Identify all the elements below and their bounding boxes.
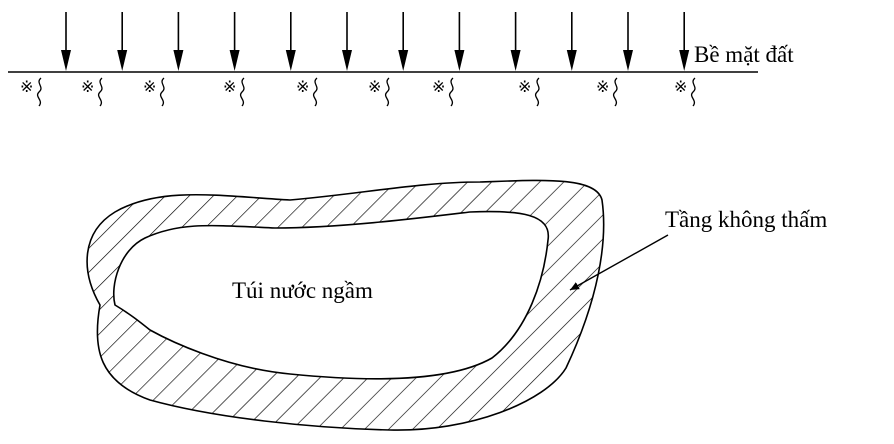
rain-arrow (173, 12, 183, 71)
soil-symbol: ※ (674, 77, 695, 106)
soil-symbol-glyph: ※ (81, 77, 94, 96)
soil-symbol-glyph: ※ (223, 77, 236, 96)
rain-arrow (454, 12, 464, 71)
soil-symbols: ※ ※ ※ ※ ※ ※ ※ ※ ※ ※ (20, 77, 695, 106)
soil-symbol: ※ (81, 77, 102, 106)
rain-arrow (679, 12, 689, 71)
soil-symbol: ※ (518, 77, 539, 106)
rain-arrow (342, 12, 352, 71)
soil-symbol: ※ (20, 77, 41, 106)
soil-symbol-glyph: ※ (674, 77, 687, 96)
rain-arrow (398, 12, 408, 71)
soil-symbol-glyph: ※ (596, 77, 609, 96)
soil-symbol-glyph: ※ (20, 77, 33, 96)
soil-symbol: ※ (143, 77, 164, 106)
soil-symbol: ※ (596, 77, 617, 106)
rain-arrow (623, 12, 633, 71)
groundwater-pocket-label: Túi nước ngầm (232, 278, 373, 303)
impermeable-layer-ring (87, 180, 604, 430)
soil-symbol-glyph: ※ (143, 77, 156, 96)
soil-symbol: ※ (368, 77, 389, 106)
soil-symbol: ※ (432, 77, 453, 106)
soil-symbol-glyph: ※ (518, 77, 531, 96)
rain-arrow (230, 12, 240, 71)
ground-surface-label: Bề mặt đất (694, 42, 794, 67)
rain-arrow (117, 12, 127, 71)
soil-symbol-glyph: ※ (296, 77, 309, 96)
soil-symbol-glyph: ※ (432, 77, 445, 96)
rain-arrow (286, 12, 296, 71)
soil-symbol-glyph: ※ (368, 77, 381, 96)
rain-arrow (511, 12, 521, 71)
impermeable-layer-label: Tầng không thấm (665, 207, 827, 232)
rain-arrows (61, 12, 689, 71)
soil-symbol: ※ (223, 77, 244, 106)
rain-arrow (567, 12, 577, 71)
soil-symbol: ※ (296, 77, 317, 106)
rain-arrow (61, 12, 71, 71)
